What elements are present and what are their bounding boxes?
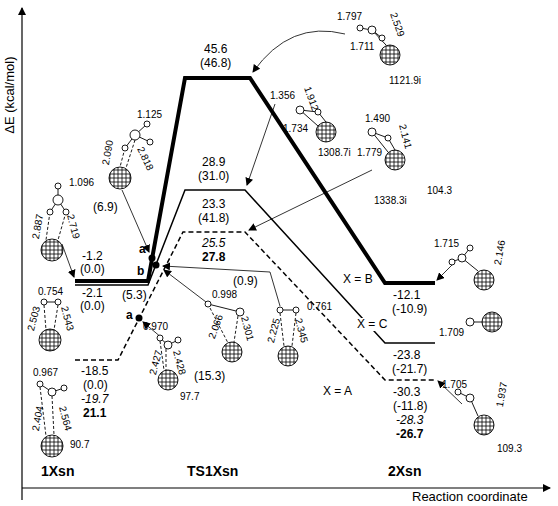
energy-value: (41.8)	[198, 212, 229, 225]
energy-value: 25.5	[202, 237, 225, 250]
bond-length: 1.490	[365, 113, 390, 124]
bond-length: 1.711	[350, 41, 374, 52]
bond-length: 1.709	[439, 327, 464, 338]
bond-length: 1.797	[337, 11, 362, 22]
bond-length: 0.967	[33, 367, 58, 378]
point-label: b	[137, 265, 144, 278]
energy-value: -19.7	[81, 393, 108, 406]
energy-value: 21.1	[83, 407, 106, 420]
series-label: X = B	[341, 273, 375, 286]
bond-length: 1.937	[494, 381, 509, 408]
bond-length: 0.970	[143, 321, 168, 332]
energy-value: (6.9)	[93, 201, 118, 214]
bond-length: 90.7	[70, 439, 89, 450]
bond-length: 1.356	[270, 90, 295, 101]
axis-label: ΔE (kcal/mol)	[3, 56, 17, 133]
bond-length: 104.3	[427, 185, 452, 196]
state-label: 1Xsn	[41, 464, 74, 479]
bond-length: 2.503	[25, 305, 42, 332]
bond-length: 2.345	[293, 317, 310, 344]
bond-length: 1121.9i	[389, 75, 421, 86]
energy-value: -18.5	[81, 365, 108, 378]
energy-value: 23.3	[202, 198, 225, 211]
bond-length: 2.887	[30, 213, 45, 240]
energy-value: (0.9)	[233, 275, 258, 288]
bond-length: 2.066	[206, 313, 225, 340]
bond-length: 2.404	[30, 405, 45, 432]
bond-length: 1338.3i	[374, 195, 407, 206]
energy-value: (0.0)	[80, 300, 105, 313]
energy-value: -26.7	[396, 428, 423, 441]
bond-length: 2.529	[388, 11, 407, 38]
energy-value: -2.1	[82, 287, 103, 300]
bond-length: 2.141	[397, 123, 414, 150]
energy-value: -30.3	[393, 386, 420, 399]
state-label: 2Xsn	[388, 464, 421, 479]
energy-value: 28.9	[202, 156, 225, 169]
energy-value: (-11.8)	[393, 400, 427, 413]
bond-length: 1.912	[302, 85, 321, 112]
series-label: X = A	[321, 385, 354, 398]
bond-length: 2.564	[57, 405, 74, 432]
energy-value: -28.3	[396, 414, 423, 427]
bond-length: 0.761	[307, 301, 332, 312]
bond-length: 2.146	[492, 239, 507, 266]
bond-length: 109.3	[497, 443, 522, 454]
energy-value: 45.6	[204, 43, 227, 56]
energy-value: (5.3)	[122, 289, 147, 302]
series-label: X = C	[355, 318, 389, 331]
bond-length: 2.543	[59, 305, 76, 332]
point-label: a	[126, 309, 133, 322]
point-label: a	[139, 243, 146, 256]
energy-value: (0.0)	[83, 379, 108, 392]
axis-label: Reaction coordinate	[412, 490, 528, 504]
bond-length: 1.779	[357, 147, 382, 158]
bond-length: 2.301	[239, 315, 256, 342]
energy-value: (31.0)	[198, 170, 229, 183]
bond-length: 0.998	[212, 289, 237, 300]
energy-value: (-21.7)	[392, 363, 427, 376]
bond-length: 1.096	[69, 177, 94, 188]
energy-value: (0.0)	[80, 263, 105, 276]
bond-length: 2.719	[65, 213, 82, 240]
bond-length: 1308.7i	[318, 147, 351, 158]
bond-length: 1.734	[283, 123, 308, 134]
energy-value: (15.3)	[194, 370, 225, 383]
energy-value: -1.2	[82, 250, 103, 263]
bond-length: 2.225	[265, 317, 282, 344]
bond-length: 2.090	[100, 139, 115, 166]
energy-value: 27.8	[202, 251, 225, 264]
bond-length: 2.818	[135, 145, 156, 172]
state-label: TS1Xsn	[187, 464, 238, 479]
energy-value: -12.1	[393, 289, 420, 302]
bond-length: 1.715	[434, 238, 459, 249]
bond-length: 1.125	[137, 109, 162, 120]
energy-value: (46.8)	[200, 57, 231, 70]
energy-value: (-10.9)	[392, 303, 427, 316]
energy-value: -23.8	[393, 349, 420, 362]
bond-length: 97.7	[180, 391, 199, 402]
bond-length: 0.754	[38, 286, 63, 297]
bond-length: 1.705	[442, 379, 467, 390]
